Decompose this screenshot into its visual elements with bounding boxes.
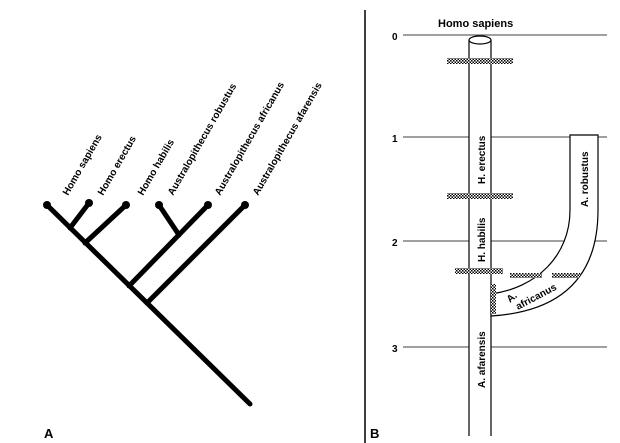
cladogram-tips: [43, 199, 249, 209]
transition-bar-erectus-habilis: [447, 193, 513, 199]
label-a-afarensis: A. afarensis: [477, 331, 488, 388]
panel-a: Homo sapiens Homo erectus Homo habilis A…: [43, 80, 325, 441]
homo-lineage-tube: [468, 35, 492, 436]
transition-bar-africanus-robustus: [552, 273, 580, 278]
cladogram-branches: [44, 200, 253, 407]
tip-australopithecus-africanus: [204, 201, 212, 209]
panel-a-label: A: [44, 426, 54, 441]
branch-australopithecus-afarensis: [144, 202, 248, 306]
tube-body: [469, 40, 491, 436]
branch-junction-hatch: [491, 284, 496, 314]
tip-homo-habilis: [122, 201, 130, 209]
tick-label-3: 3: [392, 344, 398, 355]
tip-homo-sapiens: [43, 201, 51, 209]
time-tick-labels: 0 1 2 3: [392, 32, 398, 355]
tip-australopithecus-afarensis: [241, 201, 249, 209]
label-h-erectus: H. erectus: [477, 135, 488, 184]
tip-homo-erectus: [85, 199, 93, 207]
transition-bars: [447, 58, 580, 278]
label-h-habilis: H. habilis: [477, 217, 488, 262]
panel-b: 0 1 2 3 Homo sapiens H. erectus H. habil…: [370, 18, 607, 441]
tip-australopithecus-robustus: [155, 201, 163, 209]
transition-bar-africanus: [510, 273, 542, 278]
branch-robustus-clade: [126, 202, 211, 289]
homo-sapiens-label: Homo sapiens: [438, 18, 513, 30]
transition-bar-sapiens-erectus: [447, 58, 513, 64]
tip-label-homo-erectus: Homo erectus: [96, 134, 139, 198]
cladogram-labels: Homo sapiens Homo erectus Homo habilis A…: [61, 80, 325, 198]
branch-homo-erectus: [67, 200, 92, 231]
label-a-robustus: A. robustus: [580, 151, 591, 207]
tick-label-0: 0: [392, 32, 398, 43]
tip-label-australopithecus-afarensis: Australopithecus afarensis: [251, 80, 325, 197]
branch-homo-habilis: [82, 202, 129, 246]
panel-b-label: B: [370, 426, 379, 441]
transition-bar-habilis-afarensis: [455, 268, 503, 274]
tick-label-1: 1: [392, 134, 398, 145]
branch-australopithecus-robustus: [156, 202, 182, 238]
tick-label-2: 2: [392, 238, 398, 249]
tube-top-cap: [468, 35, 492, 45]
